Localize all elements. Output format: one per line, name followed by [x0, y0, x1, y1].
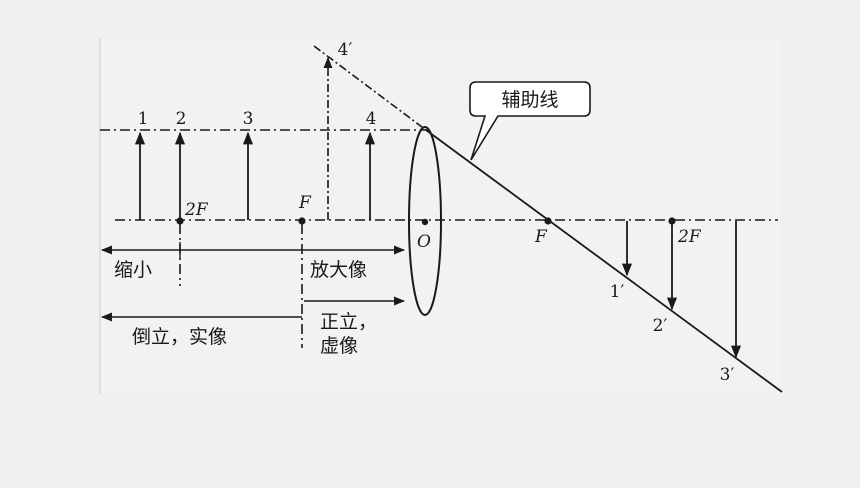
left-f-dot	[298, 217, 306, 225]
image-label-4: 4′	[338, 40, 353, 60]
object-label-1: 1	[138, 109, 149, 129]
label-right-f: F	[534, 227, 548, 247]
convex-lens	[408, 126, 442, 316]
virtual-ray-extension	[313, 45, 427, 131]
optical-center-dot	[421, 218, 429, 226]
region-label-inverted-real: 倒立，实像	[132, 326, 227, 348]
left-2f-dot	[176, 217, 184, 225]
object-label-3: 3	[243, 109, 254, 129]
label-left-2f: 2F	[184, 200, 209, 220]
right-2f-dot	[668, 217, 676, 225]
region-label-upright-1: 正立，	[320, 311, 377, 333]
label-left-f: F	[298, 193, 312, 213]
region-label-magnify: 放大像	[310, 259, 367, 281]
image-label-3: 3′	[720, 365, 735, 385]
region-label-upright-2: 虚像	[320, 335, 358, 357]
region-label-shrink: 缩小	[114, 259, 152, 281]
callout-text: 辅助线	[501, 89, 558, 111]
label-right-2f: 2F	[677, 227, 702, 247]
image-label-1: 1′	[610, 282, 625, 302]
auxiliary-ray	[425, 129, 783, 393]
callout-bubble: 辅助线	[469, 81, 591, 161]
label-center-o: O	[417, 232, 431, 252]
image-label-2: 2′	[653, 316, 668, 336]
object-label-2: 2	[176, 109, 187, 129]
right-f-dot	[544, 217, 552, 225]
object-label-4: 4	[366, 109, 377, 129]
